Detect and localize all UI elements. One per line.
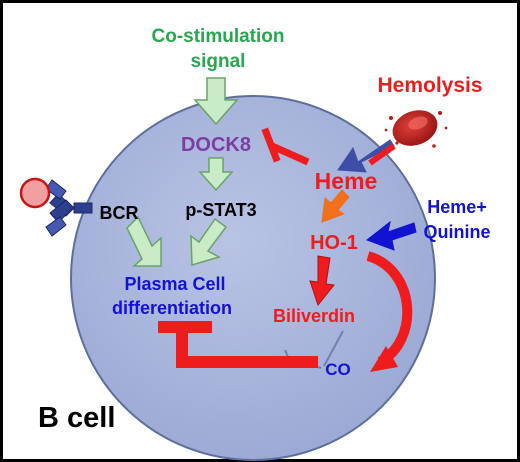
pstat3-label: p-STAT3 [185,200,256,220]
arrow-quinine-to-ho1 [365,220,417,251]
heme-quinine-label-line1: Heme+ [427,197,487,217]
inhibition-heme-dock8-bar [261,127,281,163]
red-blood-cell-icon [384,110,448,148]
co-label: CO [325,360,351,379]
arrow-costim-to-dock8 [193,77,239,126]
ho1-label: HO-1 [310,232,358,254]
biliverdin-label: Biliverdin [273,306,355,326]
arrow-ho1-to-co [366,251,413,367]
heme-label: Heme [315,168,378,194]
antigen-icon [19,177,51,209]
arrow-heme-to-ho1 [321,189,350,223]
bcr-label: BCR [100,203,139,223]
antibody-receptor-icon [45,179,93,237]
arrow-bcr-to-plasma [126,215,162,267]
dock8-label: DOCK8 [181,134,251,156]
heme-quinine-label-line2: Quinine [424,222,491,242]
plasma-cell-label-line1: Plasma Cell [124,274,225,294]
arrow-ho1-to-biliverdin [309,255,335,307]
arrow-dock8-to-pstat3 [198,157,234,192]
arrow-pstat3-to-plasma [190,217,228,266]
costim-label-line1: Co-stimulation [152,26,285,47]
b-cell-membrane [70,95,436,461]
plasma-cell-label-line2: differentiation [112,298,232,318]
inhibition-heme-dock8 [270,142,310,166]
hemolysis-label: Hemolysis [377,74,482,97]
costim-label-line2: signal [191,51,246,72]
b-cell-label: B cell [38,402,115,434]
arrow-hemolysis-to-heme-head [368,143,396,166]
arrow-ho1-to-co-head [370,346,398,372]
inhibition-co-plasma [176,332,318,368]
